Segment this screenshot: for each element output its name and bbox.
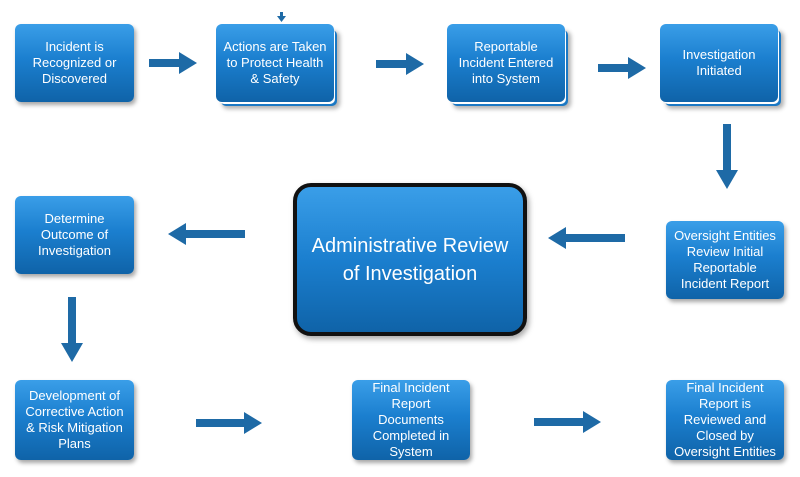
node-incident-recognized: Incident is Recognized or Discovered: [15, 24, 134, 102]
node-reportable-entered: Reportable Incident Entered into System: [447, 24, 565, 102]
arrow-admin-to-outcome: [168, 223, 245, 245]
node-determine-outcome-label: Determine Outcome of Investigation: [38, 211, 111, 258]
node-incident-recognized-label: Incident is Recognized or Discovered: [32, 39, 117, 86]
arrow-entered-to-initiated: [598, 57, 646, 79]
arrow-recognized-to-actions: [149, 52, 197, 74]
arrow-outcome-to-corrective: [61, 297, 83, 362]
node-determine-outcome: Determine Outcome of Investigation: [15, 196, 134, 274]
node-investigation-initiated-label: Investigation Initiated: [682, 47, 756, 78]
node-final-report-closed-label: Final Incident Report is Reviewed and Cl…: [674, 380, 776, 459]
node-corrective-action-label: Development of Corrective Action & Risk …: [25, 388, 124, 451]
node-final-report-completed-label: Final Incident Report Documents Complete…: [372, 380, 450, 459]
node-actions-taken-label: Actions are Taken to Protect Health & Sa…: [223, 39, 327, 86]
node-oversight-review-initial: Oversight Entities Review Initial Report…: [666, 221, 784, 299]
node-reportable-entered-label: Reportable Incident Entered into System: [458, 39, 554, 86]
arrow-top-small: [277, 12, 286, 22]
node-final-report-completed: Final Incident Report Documents Complete…: [352, 380, 470, 460]
arrow-completed-to-closed: [534, 411, 601, 433]
node-actions-taken: Actions are Taken to Protect Health & Sa…: [216, 24, 334, 102]
node-final-report-closed: Final Incident Report is Reviewed and Cl…: [666, 380, 784, 460]
arrow-oversight-to-admin: [548, 227, 625, 249]
arrow-actions-to-entered: [376, 53, 424, 75]
node-oversight-review-initial-label: Oversight Entities Review Initial Report…: [674, 228, 776, 291]
node-administrative-review: Administrative Review of Investigation: [293, 183, 527, 336]
node-investigation-initiated: Investigation Initiated: [660, 24, 778, 102]
node-corrective-action: Development of Corrective Action & Risk …: [15, 380, 134, 460]
arrow-corrective-to-completed: [196, 412, 262, 434]
arrow-initiated-to-oversight: [716, 124, 738, 189]
node-administrative-review-label: Administrative Review of Investigation: [311, 234, 509, 285]
